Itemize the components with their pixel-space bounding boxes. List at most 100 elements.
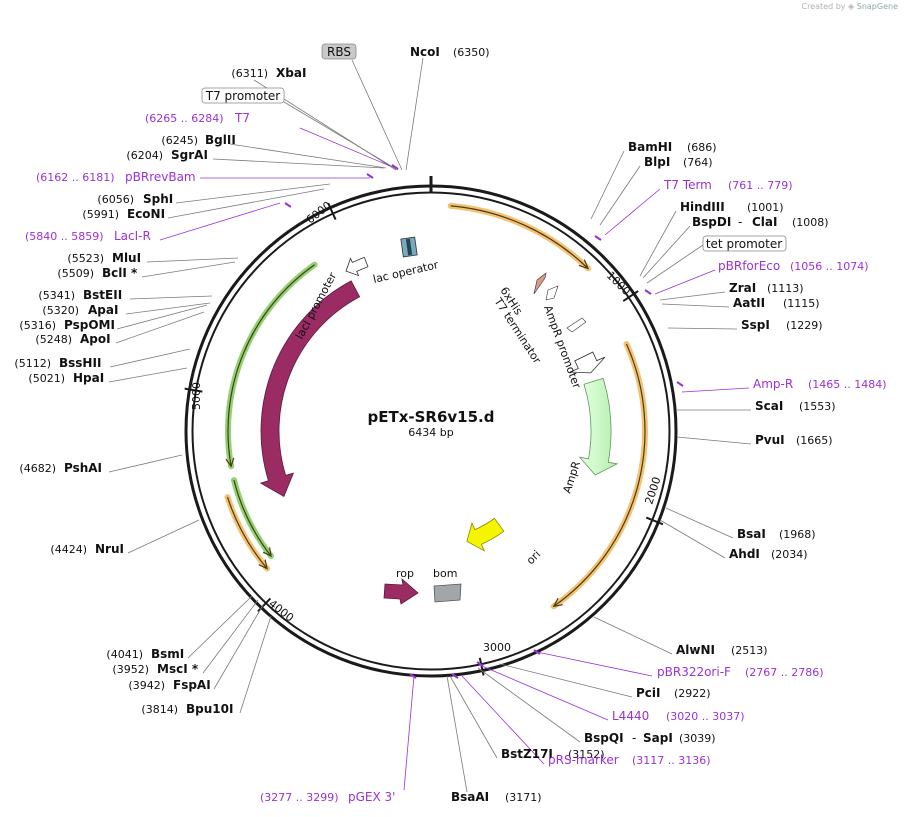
lac-operator-label: lac operator: [372, 258, 440, 286]
tick-4: [257, 597, 272, 613]
leader-line: [654, 269, 716, 295]
leader-line: [127, 519, 200, 554]
leader-line: [202, 599, 259, 674]
leader-line: [659, 291, 726, 301]
primer-name: pRS-marker: [548, 753, 619, 767]
leader-line: [604, 188, 661, 236]
enzyme-name: BspDI: [692, 215, 731, 229]
leader-lines: [108, 57, 752, 793]
rbs-box: [321, 43, 357, 60]
enzyme-position: (4682): [19, 462, 56, 475]
tick-label-6000: 6000: [304, 199, 334, 226]
leader-line: [642, 225, 691, 279]
orf-arc: [553, 343, 646, 607]
leader-line: [461, 675, 545, 765]
ampr-promoter-label: AmpR promoter: [541, 304, 583, 391]
enzyme-name: MluI: [112, 251, 141, 265]
enzyme-name: SgrAI: [171, 148, 208, 162]
tick-5: [184, 387, 203, 393]
features: [259, 236, 619, 605]
primer-name: T7 Term: [663, 178, 712, 192]
enzyme-name: SapI: [643, 731, 673, 745]
enzyme-position: (5248): [35, 333, 72, 346]
primer-name: LacI-R: [114, 229, 151, 243]
leader-line: [239, 615, 272, 714]
tet-promoter-box: [702, 235, 787, 252]
leader-line: [599, 165, 641, 226]
enzyme-name: NruI: [95, 542, 124, 556]
lac-operator-stripe: [405, 238, 413, 256]
leader-line: [108, 367, 188, 383]
enzyme-position: (6311): [231, 67, 268, 80]
primer-name: pBR322ori-F: [657, 665, 731, 679]
enzyme-name: SspI: [741, 318, 770, 332]
orf-arc: [226, 496, 268, 569]
orf-arc: [450, 205, 589, 269]
leader-line: [115, 311, 205, 344]
backbone-inner: [191, 191, 671, 671]
enzyme-name: AatII: [733, 296, 765, 310]
leader-line: [499, 663, 633, 698]
enzyme-position: (3942): [128, 679, 165, 692]
enzyme-name: SphI: [143, 192, 173, 206]
orf-arc: [227, 264, 315, 467]
orf-arc-head: [225, 457, 235, 468]
primer-mark: [594, 235, 602, 241]
leader-line: [449, 675, 498, 759]
leader-line: [108, 454, 183, 473]
leader-line: [661, 303, 730, 308]
enzyme-position: (4424): [50, 543, 87, 556]
rbs-label: RBS: [327, 45, 351, 59]
his-tag-marker: [533, 272, 547, 295]
enzyme-name: PspOMI: [64, 318, 115, 332]
orf-arc-glow: [224, 494, 271, 572]
leader-line: [481, 665, 609, 721]
t7-terminator-marker: [545, 285, 559, 301]
primer-name: L4440: [612, 709, 649, 723]
enzyme-position: (686): [687, 141, 717, 154]
leader-line: [146, 257, 239, 263]
leader-line: [141, 261, 236, 278]
enzyme-position: (3039): [679, 732, 716, 745]
enzyme-position: (1665): [796, 434, 833, 447]
enzyme-name: BsmI: [151, 647, 184, 661]
enzyme-position: (764): [683, 156, 713, 169]
enzyme-name: EcoNI: [127, 207, 165, 221]
orf-arc-head: [578, 259, 590, 270]
leader-line: [646, 244, 704, 284]
tet-promoter-label: tet promoter: [706, 237, 782, 251]
enzyme-name: AlwNI: [676, 643, 715, 657]
orf-arcs: [224, 202, 648, 610]
bom-box: [433, 583, 462, 603]
primer-mark: [644, 289, 652, 295]
enzyme-name: NcoI: [410, 45, 440, 59]
tick-6: [327, 202, 337, 220]
enzyme-name: ZraI: [729, 281, 756, 295]
enzyme-position: (1229): [786, 319, 823, 332]
enzyme-position: (1553): [799, 400, 836, 413]
leader-line: [667, 327, 738, 330]
enzyme-labels: NcoI (6350) (6311) XbaI (6245) BglII (62…: [14, 45, 835, 804]
enzyme-position: (5316): [19, 319, 56, 332]
leader-line: [639, 210, 677, 277]
primer-name: Amp-R: [753, 377, 793, 391]
enzyme-position: (2034): [771, 548, 808, 561]
primer-range: (1056 .. 1074): [790, 260, 869, 273]
orf-arc-glow: [447, 202, 591, 272]
enzyme-name: BstEII: [83, 288, 122, 302]
enzyme-name: HpaI: [73, 371, 104, 385]
enzyme-position: (6056): [97, 193, 134, 206]
leader-line: [229, 143, 387, 169]
ampr-promoter-arrow: [569, 351, 606, 374]
primer-name: pGEX 3': [348, 790, 395, 804]
ampr-label: AmpR: [560, 459, 583, 495]
leader-line: [116, 304, 208, 330]
enzyme-position: (6245): [161, 134, 198, 147]
enzyme-position: (3171): [505, 791, 542, 804]
primer-name: pBRforEco: [718, 259, 780, 273]
primer-mark: [409, 673, 417, 679]
leader-line: [351, 59, 403, 171]
enzyme-position: (3152): [568, 748, 605, 761]
enzyme-position: (1008): [792, 216, 829, 229]
